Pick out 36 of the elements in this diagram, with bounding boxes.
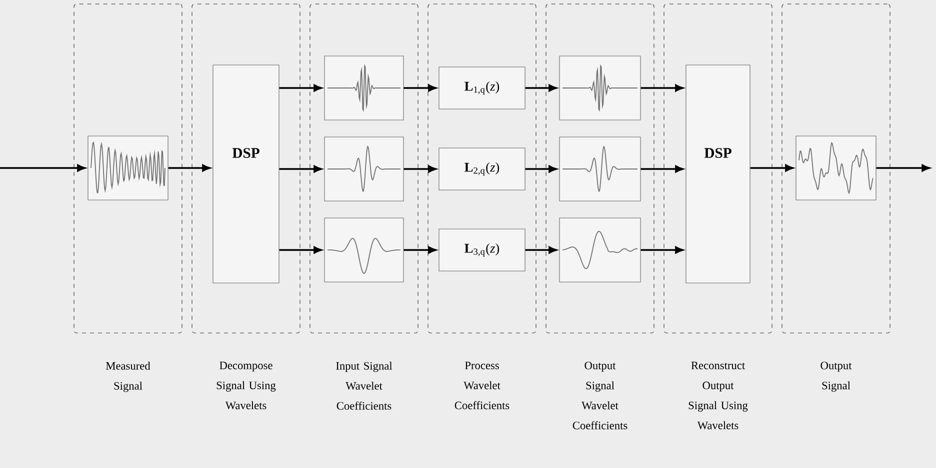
stage-caption: Reconstruct Output Signal Using Wavelets <box>688 362 748 430</box>
arrow <box>404 84 436 92</box>
stage-caption: Measured Signal <box>106 362 150 392</box>
filter-box: L$_{2,q}$(z) <box>438 148 526 190</box>
signal-plot <box>88 136 168 200</box>
arrow <box>279 84 322 92</box>
arrow <box>168 164 210 172</box>
stage-caption: Process Wavelet Coefficients <box>454 362 510 410</box>
signal-plot <box>796 136 876 200</box>
arrow <box>525 84 557 92</box>
arrow <box>640 165 684 173</box>
signal-plot <box>559 218 641 282</box>
signal-plot <box>324 218 404 282</box>
filter-box: L$_{1,q}$(z) <box>438 66 526 110</box>
arrow <box>876 164 930 172</box>
signal-plot <box>324 56 404 120</box>
arrow <box>525 165 557 173</box>
arrow <box>279 165 322 173</box>
arrow <box>640 246 684 254</box>
arrow <box>640 84 684 92</box>
arrow <box>750 164 794 172</box>
filter-box: L$_{3,q}$(z) <box>438 228 526 272</box>
signal-plot <box>324 136 404 202</box>
stage-caption: Input Signal Wavelet Coefficients <box>336 362 392 410</box>
dsp-block: DSP <box>686 64 750 284</box>
stage-caption: Decompose Signal Using Wavelets <box>216 362 276 410</box>
arrow <box>404 165 436 173</box>
arrow <box>404 246 436 254</box>
arrow <box>0 164 86 172</box>
arrow <box>525 246 557 254</box>
dsp-block: DSP <box>212 64 280 284</box>
signal-plot <box>559 56 641 120</box>
stage-caption: Output Signal <box>820 362 852 392</box>
arrow <box>279 246 322 254</box>
signal-plot <box>559 136 641 202</box>
stage-caption: Output Signal Wavelet Coefficients <box>572 362 628 430</box>
